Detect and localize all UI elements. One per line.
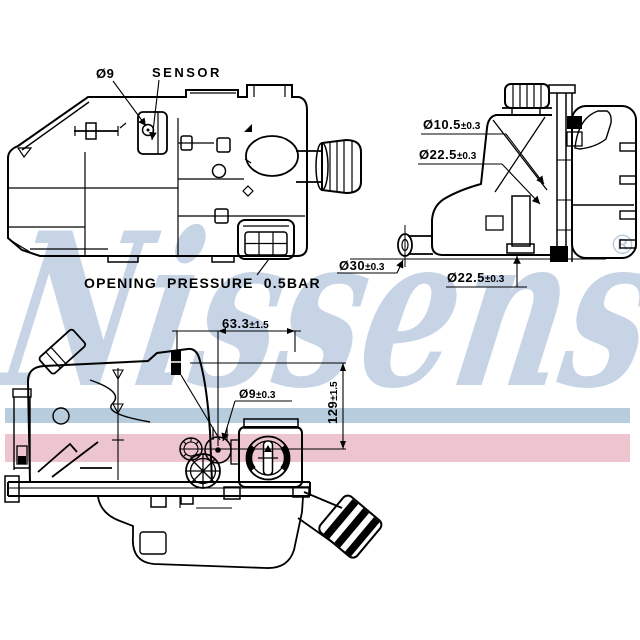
- dim-label-dia9-topview: Ø9±0.3: [239, 388, 275, 401]
- dim-value: Ø10.5: [423, 117, 461, 132]
- dim-tolerance: ±0.3: [456, 151, 477, 162]
- dim-tolerance: ±0.3: [460, 121, 481, 132]
- opening-pressure-label: OPENING PRESSURE 0.5BAR: [84, 276, 321, 290]
- dim-tolerance: ±0.3: [256, 390, 276, 401]
- dim-label-dia9-sideview: Ø9: [96, 67, 114, 80]
- dim-value: 63.3: [222, 316, 250, 331]
- sensor-label: SENSOR: [152, 66, 222, 79]
- dim-tolerance: ±1.5: [249, 320, 269, 331]
- electrical-connector: [237, 219, 295, 260]
- dim-label-dia10-5: Ø10.5±0.3: [423, 118, 480, 132]
- nissens-watermark: Nissens ®: [0, 187, 640, 436]
- label-text: SENSOR: [152, 65, 222, 80]
- end-view-drawing: [337, 83, 637, 288]
- dim-value: Ø22.5: [419, 147, 457, 162]
- dim-value: 129: [325, 400, 340, 424]
- dim-value: Ø9: [96, 66, 115, 81]
- registered-trademark-icon: ®: [609, 230, 636, 261]
- dim-label-63-3: 63.3±1.5: [222, 317, 269, 331]
- dim-label-129: 129±1.5: [325, 381, 340, 424]
- sensor-bracket: [137, 111, 168, 155]
- dim-label-dia22-5-top: Ø22.5±0.3: [419, 148, 476, 162]
- watermark-text: Nissens: [0, 187, 640, 436]
- dim-value: Ø30: [339, 258, 366, 273]
- dim-tolerance: ±1.5: [329, 381, 340, 401]
- dim-label-dia30: Ø30±0.3: [339, 259, 384, 273]
- dim-label-dia22-5-bottom: Ø22.5±0.3: [447, 271, 504, 285]
- dim-tolerance: ±0.3: [484, 274, 505, 285]
- dim-value: Ø9: [239, 387, 257, 401]
- side-view-drawing: [7, 79, 362, 276]
- dim-value: Ø22.5: [447, 270, 485, 285]
- top-view-drawing: [4, 328, 383, 569]
- label-text: OPENING PRESSURE 0.5BAR: [84, 275, 321, 291]
- dim-tolerance: ±0.3: [365, 262, 385, 273]
- brand-stripe-pink: [5, 434, 630, 462]
- brand-stripe-blue: [5, 408, 630, 423]
